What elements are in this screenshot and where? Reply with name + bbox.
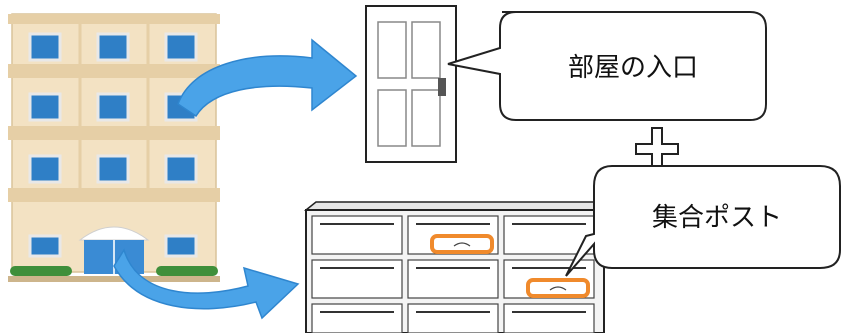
mail-slot-highlight — [526, 278, 590, 298]
arrow-to-door-icon — [177, 38, 358, 118]
plus-icon — [635, 127, 679, 171]
door-label: 部屋の入口 — [568, 53, 698, 83]
mailbox-label-bubble: 集合ポスト — [565, 165, 841, 277]
door-icon — [365, 5, 457, 163]
mail-slot-highlight — [430, 234, 494, 254]
mailbox-label: 集合ポスト — [652, 203, 782, 233]
apartment-building-icon — [8, 13, 220, 282]
arrow-to-mailbox-icon — [113, 248, 300, 320]
door-label-bubble: 部屋の入口 — [447, 11, 767, 121]
mailbox-bank-icon — [303, 201, 606, 333]
